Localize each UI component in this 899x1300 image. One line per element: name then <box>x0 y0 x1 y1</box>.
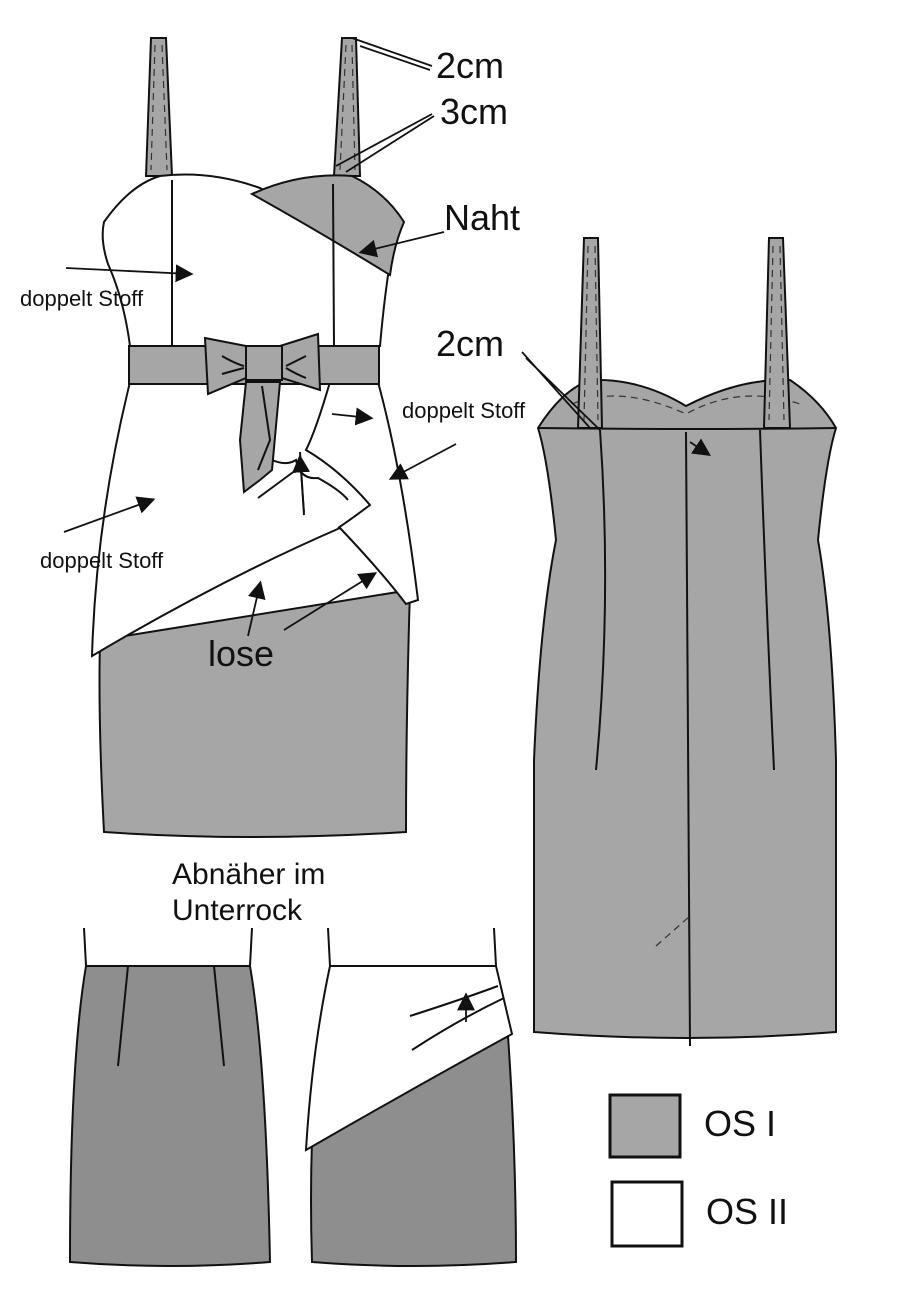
label-2cm-front: 2cm <box>436 45 504 86</box>
underskirt-front <box>310 1034 518 1267</box>
label-darts-line2: Unterrock <box>172 894 303 927</box>
front-strap-right <box>332 37 362 177</box>
legend-swatch-os2 <box>610 1180 684 1248</box>
front-peplum <box>90 381 420 658</box>
label-double-fabric-3: doppelt Stoff <box>40 548 164 573</box>
label-double-fabric-1: doppelt Stoff <box>20 286 144 311</box>
back-view-dress <box>521 237 838 1047</box>
back-dress-body <box>532 378 838 1039</box>
front-strap-left <box>144 37 174 177</box>
label-seam: Naht <box>444 197 520 238</box>
underskirt-back <box>68 965 272 1267</box>
front-skirt <box>98 588 412 838</box>
back-strap-right <box>762 237 792 429</box>
label-2cm-back: 2cm <box>436 323 504 364</box>
back-strap-left <box>576 237 604 429</box>
label-double-fabric-2: doppelt Stoff <box>402 398 526 423</box>
legend: OS I OS II <box>608 1093 788 1248</box>
underskirt-views <box>68 927 518 1267</box>
legend-swatch-os1 <box>608 1093 682 1159</box>
legend-label-os2: OS II <box>706 1191 788 1232</box>
front-view-dress <box>63 37 457 838</box>
label-3cm: 3cm <box>440 91 508 132</box>
label-loose: lose <box>208 633 274 674</box>
underskirt-front-peplum <box>304 965 514 1152</box>
legend-label-os1: OS I <box>704 1103 776 1144</box>
front-bow-tail <box>238 381 282 494</box>
label-darts-line1: Abnäher im <box>172 858 325 891</box>
